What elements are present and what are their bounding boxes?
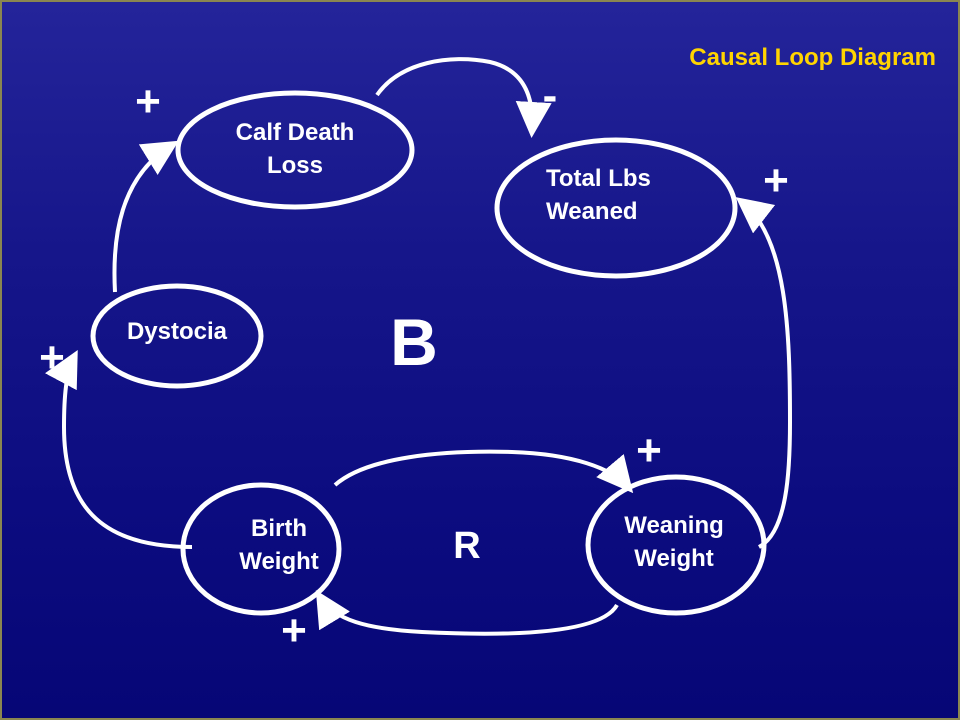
link-birth-weight-to-weaning-weight — [333, 449, 634, 494]
link-calf-death-loss-to-total-lbs-weaned — [375, 57, 552, 138]
polarity-sign-calf-death-loss-to-total-lbs-weaned: - — [542, 71, 558, 120]
polarity-sign-birth-weight-to-dystocia: + — [39, 333, 65, 382]
node-birth-weight-shape — [180, 482, 342, 616]
node-birth-weight-label: Birth Weight — [239, 515, 319, 575]
reinforcing-loop-label: R — [453, 525, 481, 567]
node-dystocia-label: Dystocia — [126, 318, 228, 345]
node-calf-death-loss-label: Calf Death Loss — [235, 119, 355, 179]
link-weaning-weight-to-birth-weight — [315, 590, 619, 636]
balancing-loop-label: B — [390, 305, 438, 379]
node-dystocia-shape — [90, 283, 264, 389]
node-total-lbs-weaned-label: Total Lbs Weaned — [546, 165, 651, 225]
polarity-sign-dystocia-to-calf-death-loss: + — [135, 77, 161, 126]
diagram-title: Causal Loop Diagram — [689, 44, 936, 71]
link-weaning-weight-to-total-lbs-weaned — [735, 197, 793, 549]
polarity-sign-weaning-weight-to-total-lbs-weaned: + — [763, 156, 789, 205]
link-dystocia-to-calf-death-loss — [112, 140, 179, 293]
polarity-sign-birth-weight-to-weaning-weight: + — [636, 426, 662, 475]
link-birth-weight-to-dystocia — [44, 349, 193, 549]
polarity-sign-weaning-weight-to-birth-weight: + — [281, 606, 307, 655]
node-total-lbs-weaned-shape — [494, 137, 738, 279]
node-weaning-weight-label: Weaning Weight — [624, 512, 724, 572]
